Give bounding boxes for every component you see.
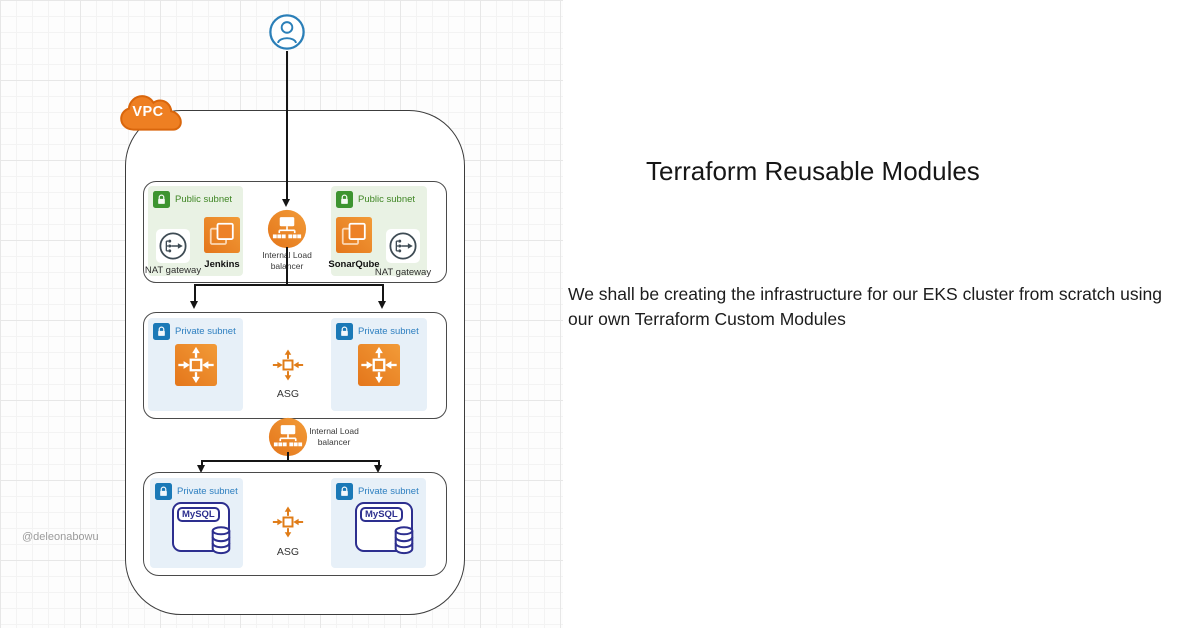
- mysql-database-icon: MySQL: [172, 502, 231, 555]
- load-balancer-icon: [267, 209, 307, 249]
- asg-outline-icon: [271, 348, 305, 382]
- db-subnet-right: Private subnet MySQL: [331, 478, 426, 568]
- public-subnet-label: Public subnet: [358, 194, 416, 205]
- asg-outline-icon: [271, 505, 305, 539]
- connector-lb2-right-drop: [378, 460, 380, 466]
- private-subnet-label: Private subnet: [358, 326, 419, 337]
- mysql-label: MySQL: [177, 507, 220, 522]
- public-subnet-right: Public subnet SonarQube NAT gateway: [328, 186, 431, 278]
- nat-gateway-glyph: [389, 232, 417, 260]
- mysql-database-icon: MySQL: [355, 502, 414, 555]
- padlock-glyph: [340, 326, 349, 337]
- private-subnet-label: Private subnet: [175, 326, 236, 337]
- arrowhead-icon: [374, 465, 382, 473]
- user-icon: [269, 14, 305, 50]
- connector-lb2-stub: [287, 452, 289, 461]
- database-cylinder-glyph: [211, 526, 231, 555]
- arrowhead-icon: [378, 301, 386, 309]
- load-balancer-label-line1: Internal Load: [309, 426, 359, 436]
- sonarqube-ec2-icon: [336, 217, 372, 253]
- mysql-label: MySQL: [360, 507, 403, 522]
- blue-lock-icon: [336, 483, 353, 500]
- database-cylinder-glyph: [394, 526, 414, 555]
- connector-lb1-stub: [286, 247, 288, 285]
- private-subnet-right: Private subnet: [331, 318, 427, 411]
- padlock-glyph: [340, 486, 349, 497]
- vpc-cloud-icon: VPC: [118, 90, 184, 138]
- load-balancer-icon: [268, 417, 308, 457]
- nat-gateway-label: NAT gateway: [374, 267, 432, 278]
- private-subnet-left: Private subnet: [148, 318, 243, 411]
- sonarqube-label: SonarQube: [328, 259, 380, 270]
- vpc-label: VPC: [132, 104, 164, 120]
- author-handle: @deleonabowu: [22, 531, 99, 543]
- padlock-glyph: [340, 194, 349, 205]
- asg-label: ASG: [276, 388, 300, 400]
- green-lock-icon: [336, 191, 353, 208]
- blue-lock-icon: [155, 483, 172, 500]
- asg-label: ASG: [276, 546, 300, 558]
- connector-lb2-left-drop: [201, 460, 203, 466]
- nat-gateway-glyph: [159, 232, 187, 260]
- blue-lock-icon: [153, 323, 170, 340]
- padlock-glyph: [157, 326, 166, 337]
- connector-lb2-branch: [202, 460, 380, 462]
- description-text: We shall be creating the infrastructure …: [568, 284, 1162, 329]
- green-lock-icon: [153, 191, 170, 208]
- load-balancer-label: Internal Load balancer: [307, 426, 361, 447]
- blue-lock-icon: [336, 323, 353, 340]
- arrowhead-icon: [197, 465, 205, 473]
- arrowhead-icon: [282, 199, 290, 207]
- public-subnet-left: Public subnet NAT gateway Jenkins: [145, 186, 243, 276]
- nat-gateway-icon: [156, 229, 190, 263]
- padlock-glyph: [157, 194, 166, 205]
- auto-scaling-icon: [358, 344, 400, 386]
- load-balancer-label-line2: balancer: [317, 436, 351, 447]
- page-title: Terraform Reusable Modules: [646, 156, 980, 186]
- private-subnet-label: Private subnet: [358, 486, 419, 497]
- nat-gateway-icon: [386, 229, 420, 263]
- connector-lb1-branch: [195, 284, 384, 286]
- jenkins-label: Jenkins: [204, 259, 240, 270]
- nat-gateway-label: NAT gateway: [144, 265, 202, 276]
- db-subnet-left: Private subnet MySQL: [150, 478, 243, 568]
- connector-lb1-right-drop: [382, 284, 384, 302]
- arrowhead-icon: [190, 301, 198, 309]
- auto-scaling-icon: [175, 344, 217, 386]
- padlock-glyph: [159, 486, 168, 497]
- connector-user-to-lb: [286, 51, 288, 199]
- public-subnet-label: Public subnet: [175, 194, 233, 205]
- private-subnet-label: Private subnet: [177, 486, 238, 497]
- jenkins-ec2-icon: [204, 217, 240, 253]
- connector-lb1-left-drop: [194, 284, 196, 302]
